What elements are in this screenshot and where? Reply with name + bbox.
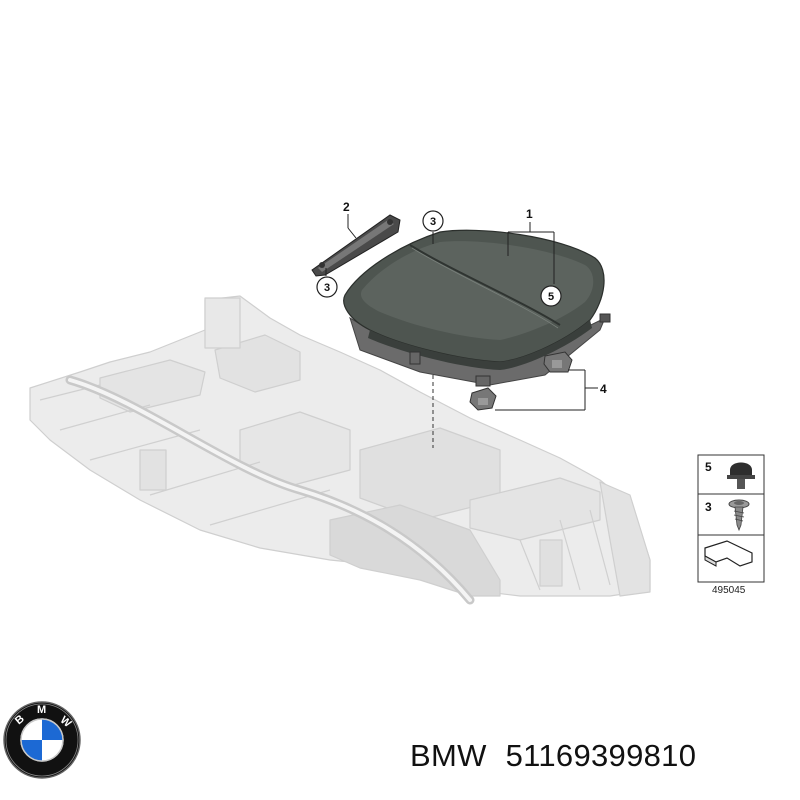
svg-text:3: 3 [430,216,436,228]
callout-3-upper: 3 [422,210,444,232]
diagram-number: 495045 [712,585,746,596]
legend-label-5: 5 [705,460,712,474]
part-number: 51169399810 [505,738,697,773]
legend-label-3: 3 [705,500,712,514]
callout-5: 5 [540,285,562,307]
part-caption: BMW 51169399810 [410,738,696,774]
callout-1: 1 [526,207,533,221]
callout-2: 2 [343,200,350,214]
svg-text:3: 3 [324,282,330,294]
screw-icon [728,499,750,532]
bmw-roundel-logo: B M W [3,701,81,779]
logo-letter-m: M [37,704,46,716]
brand-name: BMW [410,738,487,773]
callout-4: 4 [600,382,607,396]
callout-3-lower: 3 [316,276,338,298]
bumper-pin-icon [727,462,755,489]
release-bar-part [311,214,401,277]
assembly-symbol-icon [704,540,753,567]
center-console-ghost [29,295,651,597]
leader-lines [325,214,598,411]
fastener-legend: 5 3 [697,454,765,583]
svg-text:5: 5 [548,291,554,303]
armrest-part [343,229,611,387]
latch-clip-parts [469,351,573,411]
